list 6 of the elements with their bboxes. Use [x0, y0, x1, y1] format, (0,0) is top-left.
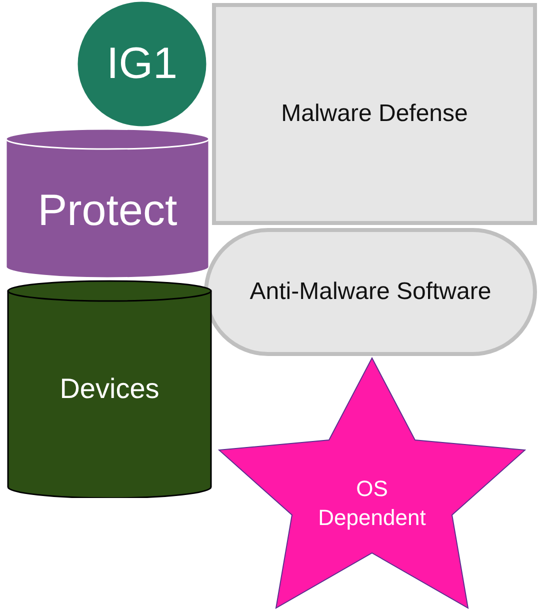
cylinder-node: Protect	[5, 128, 210, 278]
circle-node: IG1	[76, 0, 208, 128]
cylinder-node: Devices	[7, 280, 212, 498]
process-box: Malware Defense	[212, 3, 537, 225]
star-node: OS Dependent	[218, 357, 526, 610]
terminator-pill: Anti-Malware Software	[204, 228, 537, 356]
